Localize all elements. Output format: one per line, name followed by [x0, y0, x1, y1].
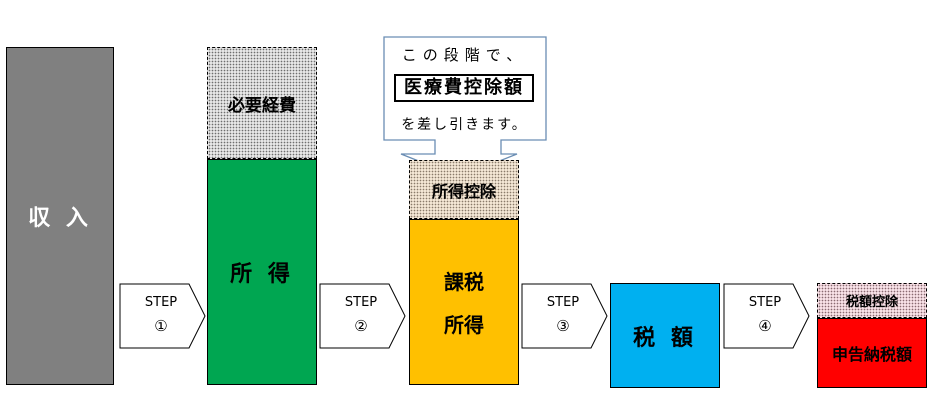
step-3-label: STEP	[546, 295, 580, 310]
callout-line-2: 医療費控除額	[394, 74, 534, 102]
callout-line-3: を差し引きます。	[401, 117, 528, 133]
expenses-label: 必要経費	[228, 95, 296, 116]
step-1-number: ①	[154, 317, 168, 335]
taxable-label-2: 所得	[444, 313, 484, 337]
income-label: 収 入	[28, 206, 92, 231]
tax-credit-box: 税額控除	[817, 283, 927, 318]
step-arrow-shape	[319, 283, 406, 349]
step-1-arrow: STEP ①	[119, 283, 207, 349]
filing-tax-label: 申告納税額	[831, 345, 912, 364]
income-box: 収 入	[6, 47, 114, 385]
shotoku-box: 所 得	[207, 159, 317, 385]
tax-label: 税 額	[633, 325, 697, 351]
step-3-arrow: STEP ③	[521, 283, 609, 349]
taxable-income-box: 課税 所得	[409, 219, 519, 385]
tax-credit-label: 税額控除	[845, 295, 898, 310]
step-4-arrow: STEP ④	[723, 283, 811, 349]
step-4-label: STEP	[748, 295, 782, 310]
callout: この段階で、 医療費控除額 を差し引きます。	[383, 36, 551, 182]
step-4-number: ④	[758, 317, 772, 335]
tax-box: 税 額	[610, 283, 720, 388]
shotoku-label: 所 得	[230, 262, 294, 287]
step-2-label: STEP	[344, 295, 378, 310]
callout-line-1: この段階で、	[401, 46, 528, 64]
step-arrow-shape	[119, 283, 206, 349]
step-1-label: STEP	[144, 295, 178, 310]
expenses-box: 必要経費	[207, 47, 317, 159]
filing-tax-box: 申告納税額	[817, 318, 927, 388]
deduction-box: 所得控除	[409, 160, 519, 219]
deduction-label: 所得控除	[431, 181, 496, 201]
step-arrow-shape	[723, 283, 810, 349]
step-2-arrow: STEP ②	[319, 283, 407, 349]
step-2-number: ②	[354, 317, 368, 335]
step-3-number: ③	[556, 317, 570, 335]
step-arrow-shape	[521, 283, 608, 349]
taxable-label-1: 課税	[444, 270, 484, 294]
